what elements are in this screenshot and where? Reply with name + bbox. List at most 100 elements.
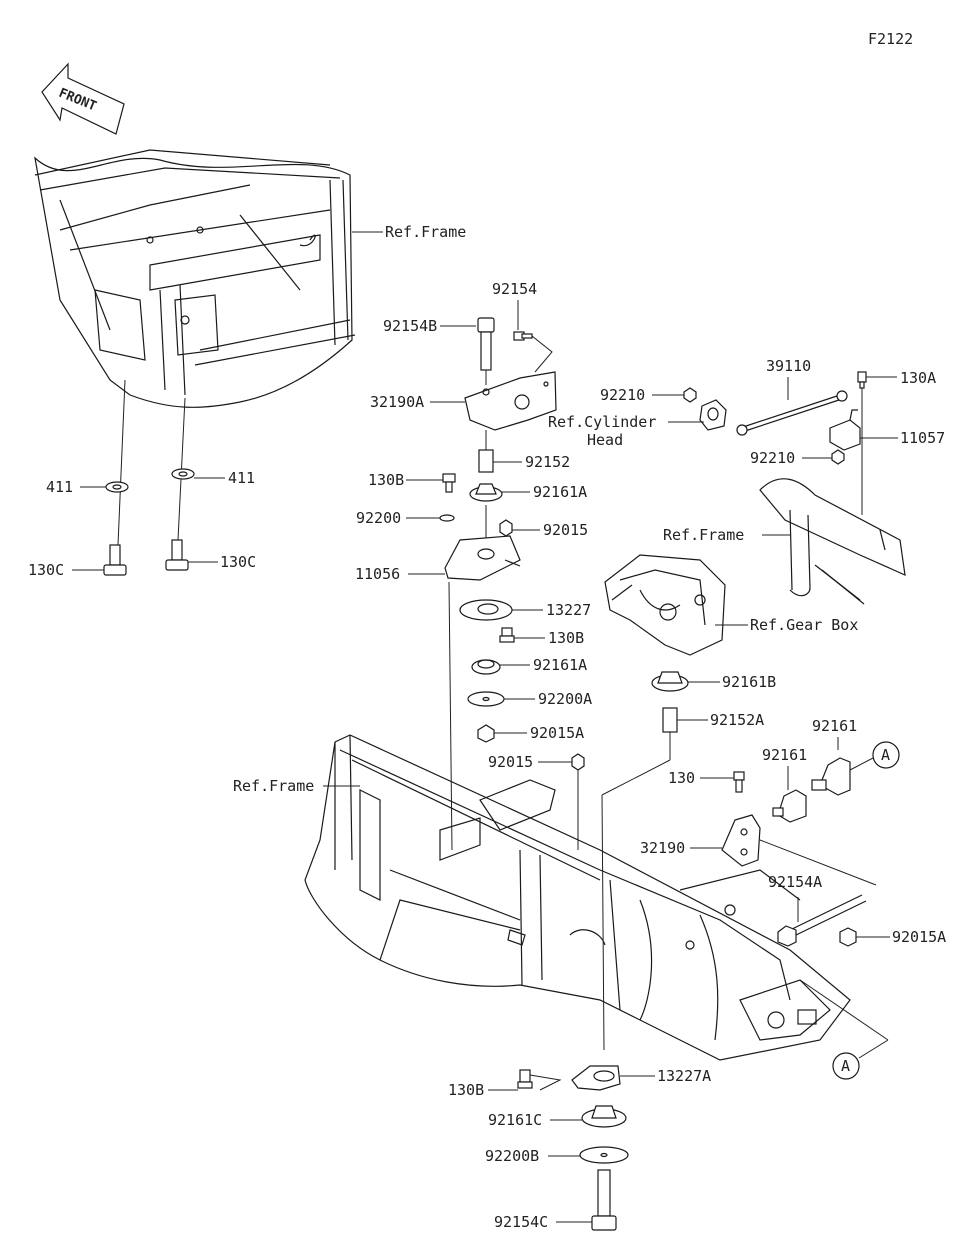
upper-frame-drawing bbox=[34, 149, 356, 408]
label-92200: 92200 bbox=[356, 509, 401, 527]
label-92210-top: 92210 bbox=[600, 386, 645, 404]
callout-A-top: A bbox=[872, 741, 900, 769]
label-32190: 32190 bbox=[640, 839, 685, 857]
label-130A: 130A bbox=[900, 369, 936, 387]
cylinder-head-bracket bbox=[699, 399, 727, 431]
label-92161C: 92161C bbox=[488, 1111, 542, 1129]
label-92161A-mid: 92161A bbox=[533, 656, 587, 674]
mount-92161-a bbox=[811, 757, 851, 796]
nut-92210-top bbox=[683, 387, 697, 403]
leader-line bbox=[448, 581, 453, 851]
leader-line bbox=[849, 757, 874, 771]
bracket-32190 bbox=[721, 814, 761, 867]
label-92152A: 92152A bbox=[710, 711, 764, 729]
right-frame-member-drawing bbox=[759, 478, 906, 605]
leader-line bbox=[601, 794, 605, 1051]
label-130: 130 bbox=[668, 769, 695, 787]
label-32190A: 32190A bbox=[370, 393, 424, 411]
bracket-32190A bbox=[464, 371, 557, 431]
bolt-130A bbox=[857, 371, 867, 389]
label-92161-a: 92161 bbox=[812, 717, 857, 735]
bolt-130B-low bbox=[517, 1069, 533, 1089]
label-13227: 13227 bbox=[546, 601, 591, 619]
leader-line bbox=[601, 759, 671, 796]
label-92161B: 92161B bbox=[722, 673, 776, 691]
washer-411-left bbox=[105, 481, 129, 493]
nut-92015-low bbox=[571, 753, 585, 771]
collar-92152 bbox=[478, 449, 494, 473]
label-92154B: 92154B bbox=[383, 317, 437, 335]
rod-39110 bbox=[736, 390, 848, 436]
label-130C-right: 130C bbox=[220, 553, 256, 571]
ref-frame-right-label: Ref.Frame bbox=[663, 526, 744, 544]
ref-frame-left-label: Ref.Frame bbox=[233, 777, 314, 795]
gear-box-drawing bbox=[604, 554, 726, 656]
label-92152: 92152 bbox=[525, 453, 570, 471]
leader-line bbox=[117, 379, 126, 546]
label-130B-mid: 130B bbox=[548, 629, 584, 647]
ref-frame-top-label: Ref.Frame bbox=[385, 223, 466, 241]
bolt-130C-left bbox=[103, 544, 127, 576]
label-130B-top: 130B bbox=[368, 471, 404, 489]
label-92161A-top: 92161A bbox=[533, 483, 587, 501]
ref-cylinder-label-1: Ref.Cylinder bbox=[548, 413, 656, 431]
nut-92015 bbox=[499, 519, 513, 537]
plate-13227 bbox=[459, 599, 513, 621]
label-411-right: 411 bbox=[228, 469, 255, 487]
bolt-92154B bbox=[477, 317, 495, 371]
plate-13227A bbox=[571, 1065, 621, 1091]
label-13227A: 13227A bbox=[657, 1067, 711, 1085]
leader-line bbox=[799, 979, 889, 1041]
svg-text:A: A bbox=[841, 1057, 850, 1075]
grommet-92161A-mid bbox=[471, 659, 501, 675]
bolt-92154C bbox=[591, 1169, 617, 1231]
nut-92015A-mid bbox=[477, 724, 495, 743]
leader-line bbox=[858, 1039, 889, 1059]
washer-92200 bbox=[439, 514, 455, 522]
washer-92200A bbox=[467, 691, 505, 707]
washer-411-right bbox=[171, 468, 195, 480]
label-11056: 11056 bbox=[355, 565, 400, 583]
leader-line bbox=[529, 1074, 562, 1091]
main-frame-drawing bbox=[304, 734, 851, 1061]
grommet-92161C bbox=[581, 1105, 627, 1128]
label-39110: 39110 bbox=[766, 357, 811, 375]
grommet-92161A-top bbox=[469, 483, 503, 502]
label-92015-low: 92015 bbox=[488, 753, 533, 771]
bracket-11056 bbox=[444, 535, 521, 581]
label-130C-left: 130C bbox=[28, 561, 64, 579]
leader-line bbox=[759, 839, 877, 886]
label-130B-low: 130B bbox=[448, 1081, 484, 1099]
bolt-130 bbox=[733, 771, 745, 793]
svg-text:A: A bbox=[881, 746, 890, 764]
label-11057: 11057 bbox=[900, 429, 945, 447]
nut-92015A-right bbox=[839, 927, 857, 947]
label-92200B: 92200B bbox=[485, 1147, 539, 1165]
bolt-130B-top bbox=[442, 473, 456, 493]
label-92161-b: 92161 bbox=[762, 746, 807, 764]
bolt-92154A bbox=[777, 894, 867, 947]
mount-92161-b bbox=[772, 789, 807, 823]
collar-92152A bbox=[662, 707, 678, 733]
label-92154C: 92154C bbox=[494, 1213, 548, 1231]
bolt-130C-right bbox=[165, 539, 189, 571]
label-92015: 92015 bbox=[543, 521, 588, 539]
label-92015A-mid: 92015A bbox=[530, 724, 584, 742]
label-92210-low: 92210 bbox=[750, 449, 795, 467]
leader-line bbox=[531, 335, 553, 373]
bracket-11057 bbox=[829, 409, 861, 451]
ref-gearbox-label: Ref.Gear Box bbox=[750, 616, 858, 634]
callout-A-bottom: A bbox=[832, 1052, 860, 1080]
ref-cylinder-label-2: Head bbox=[587, 431, 623, 449]
figure-code: F2122 bbox=[868, 30, 913, 48]
label-92015A-right: 92015A bbox=[892, 928, 946, 946]
grommet-92161B bbox=[651, 671, 689, 692]
label-92200A: 92200A bbox=[538, 690, 592, 708]
bolt-130B-mid bbox=[499, 627, 515, 643]
front-arrow-icon: FRONT bbox=[41, 62, 125, 135]
washer-92200B bbox=[579, 1146, 629, 1164]
label-92154: 92154 bbox=[492, 280, 537, 298]
label-411-left: 411 bbox=[46, 478, 73, 496]
